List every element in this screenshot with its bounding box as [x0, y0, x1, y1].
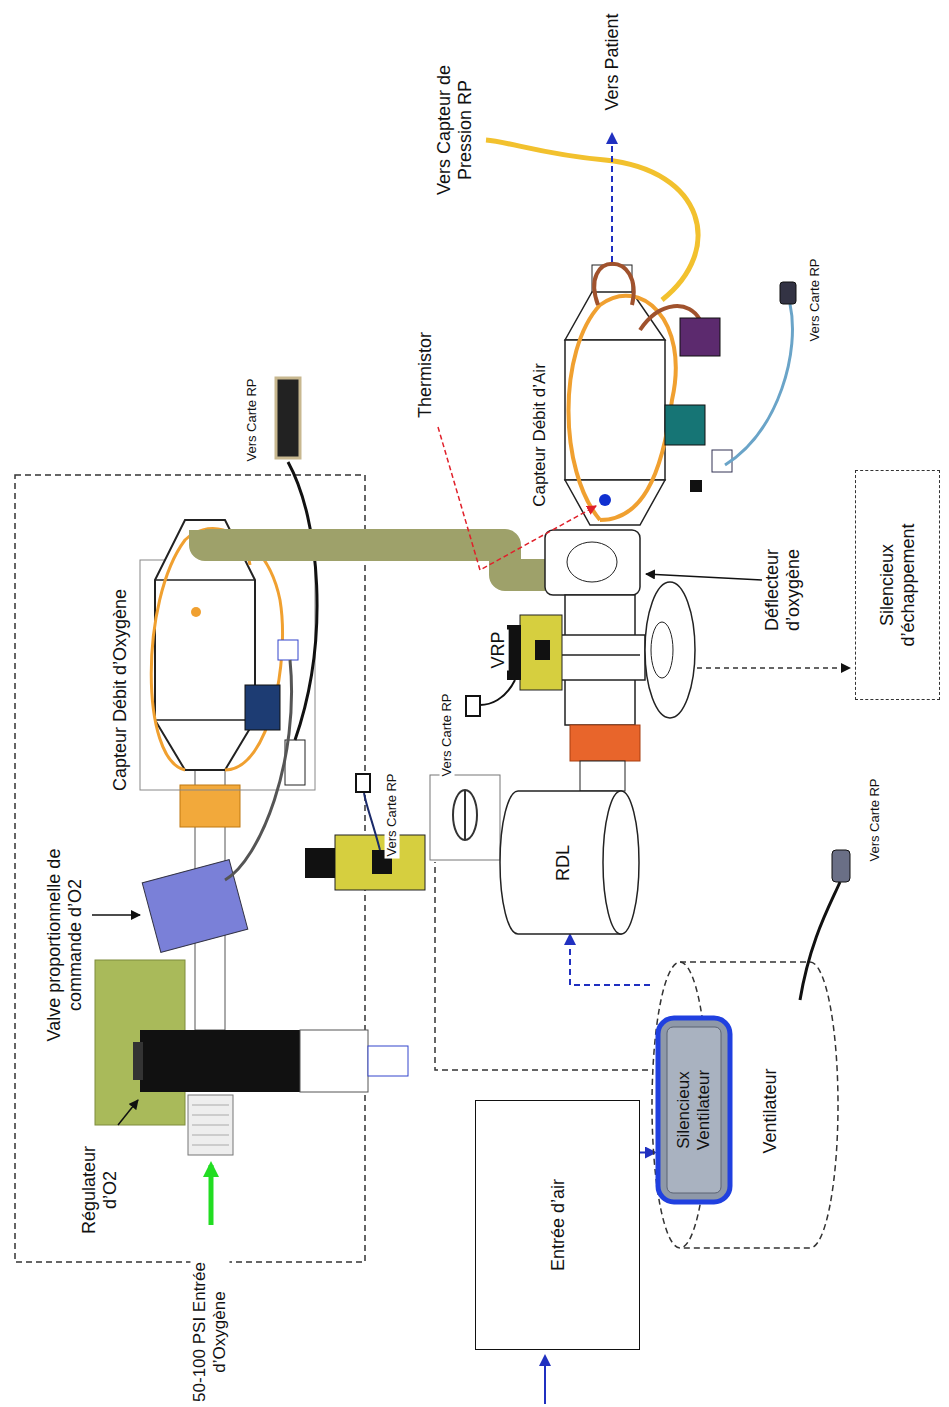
solenoid-cap: [507, 625, 521, 680]
blower-muffler: Silencieux Ventilateur: [655, 1015, 733, 1205]
part-label: Déflecteur d’oxygène: [762, 533, 803, 647]
outlet-label: Vers Patient: [602, 11, 623, 112]
node-label: RDL: [553, 842, 574, 882]
part-label: Régulateur d’O2: [79, 1138, 120, 1242]
air-intake-box: Entrée d’air: [475, 1100, 640, 1350]
rdl-cylinder: RDL: [500, 790, 640, 935]
node-label: Silencieux d’échappement: [877, 518, 918, 652]
sensor-port: [191, 607, 201, 617]
oxygen-deflector: [545, 530, 640, 595]
solenoid-cap: [305, 848, 335, 878]
valve-stem: [560, 654, 640, 656]
valve-body: [555, 635, 645, 680]
exhaust-muffler-box: Silencieux d’échappement: [855, 470, 940, 700]
cable: [725, 304, 792, 465]
cable-label: Vers Carte RP: [440, 691, 455, 778]
part-label: Valve proportionnelle de commande d’O2: [44, 823, 85, 1067]
node-label: Silencieux Ventilateur: [674, 1053, 713, 1167]
cable-label: Vers Carte RP: [385, 771, 400, 858]
cable-label: Vers Capteur de Pression RP: [434, 53, 475, 207]
sensor-connector: [278, 640, 298, 660]
sensor-chip: [245, 685, 280, 730]
cable: [364, 793, 380, 850]
coupling: [570, 725, 640, 761]
check-valve-ring: [453, 790, 477, 840]
node-label: Ventilateur: [759, 1066, 780, 1155]
sensor-chip: [680, 318, 720, 356]
sensor-chip: [665, 405, 705, 445]
patient-flow-arrow: [611, 134, 613, 262]
leader-line: [118, 1100, 138, 1125]
air-intake-arrow: [544, 1356, 546, 1404]
inlet-label: 50-100 PSI Entrée d’Oxygène: [190, 1255, 229, 1407]
leader-line: [438, 427, 596, 570]
cable: [288, 462, 317, 740]
cable-label: Vers Carte RP: [868, 776, 883, 863]
oxygen-inlet-arrow: [209, 1165, 214, 1225]
part-label: VRP: [488, 629, 509, 670]
node-label: Entrée d’air: [547, 1177, 568, 1273]
board-connector: [276, 378, 300, 458]
board-connector: [466, 696, 480, 716]
solenoid: [335, 835, 425, 890]
regulator-cap: [300, 1030, 368, 1092]
deflector-port: [567, 542, 617, 582]
exhaust-flow-arrow: [697, 667, 850, 669]
oxygen-tube: [205, 530, 545, 575]
regulator-knob: [133, 1042, 143, 1080]
pipe: [580, 761, 625, 791]
pressure-line: [486, 140, 698, 300]
fitting-thread: [192, 1105, 229, 1145]
board-connector: [832, 850, 850, 882]
board-connector: [780, 282, 796, 304]
cable-label: Vers Carte RP: [808, 256, 823, 343]
part-label: Capteur Débit d’Air: [530, 361, 550, 509]
check-valve: [430, 775, 500, 860]
flow-connector: [640, 1152, 655, 1154]
cable: [480, 680, 515, 705]
part-label: Thermistor: [415, 330, 436, 420]
regulator-nozzle: [368, 1046, 408, 1076]
check-valve-stem: [464, 790, 466, 840]
part-label: Capteur Débit d’Oxygène: [110, 587, 131, 793]
cable: [225, 660, 292, 880]
leader-line: [646, 574, 762, 580]
air-flow-sensor: [565, 340, 665, 480]
sensor-tubing: [569, 296, 676, 520]
sensor-seam: [155, 719, 255, 721]
leader-line: [92, 914, 140, 916]
oxygen-module-outline: [15, 475, 365, 1262]
exhaust-port: [651, 622, 673, 678]
solenoid-plug: [535, 640, 550, 660]
regulator-body: [140, 1030, 300, 1092]
thermistor: [599, 494, 611, 506]
flow-connector: [570, 935, 650, 985]
sensor-connector: [690, 480, 702, 492]
oxygen-inlet-fitting: [188, 1095, 233, 1155]
cable: [800, 882, 840, 1000]
exhaust-disc: [645, 582, 695, 718]
blower-housing: Ventilateur Silencieux Ventilateur: [650, 960, 840, 1250]
sensor-seam: [155, 579, 255, 581]
board-connector: [356, 774, 370, 792]
cable-label: Vers Carte RP: [245, 376, 260, 463]
peep-solenoid: [520, 615, 562, 690]
sensor-tubing: [151, 529, 282, 770]
coupling: [180, 785, 240, 827]
